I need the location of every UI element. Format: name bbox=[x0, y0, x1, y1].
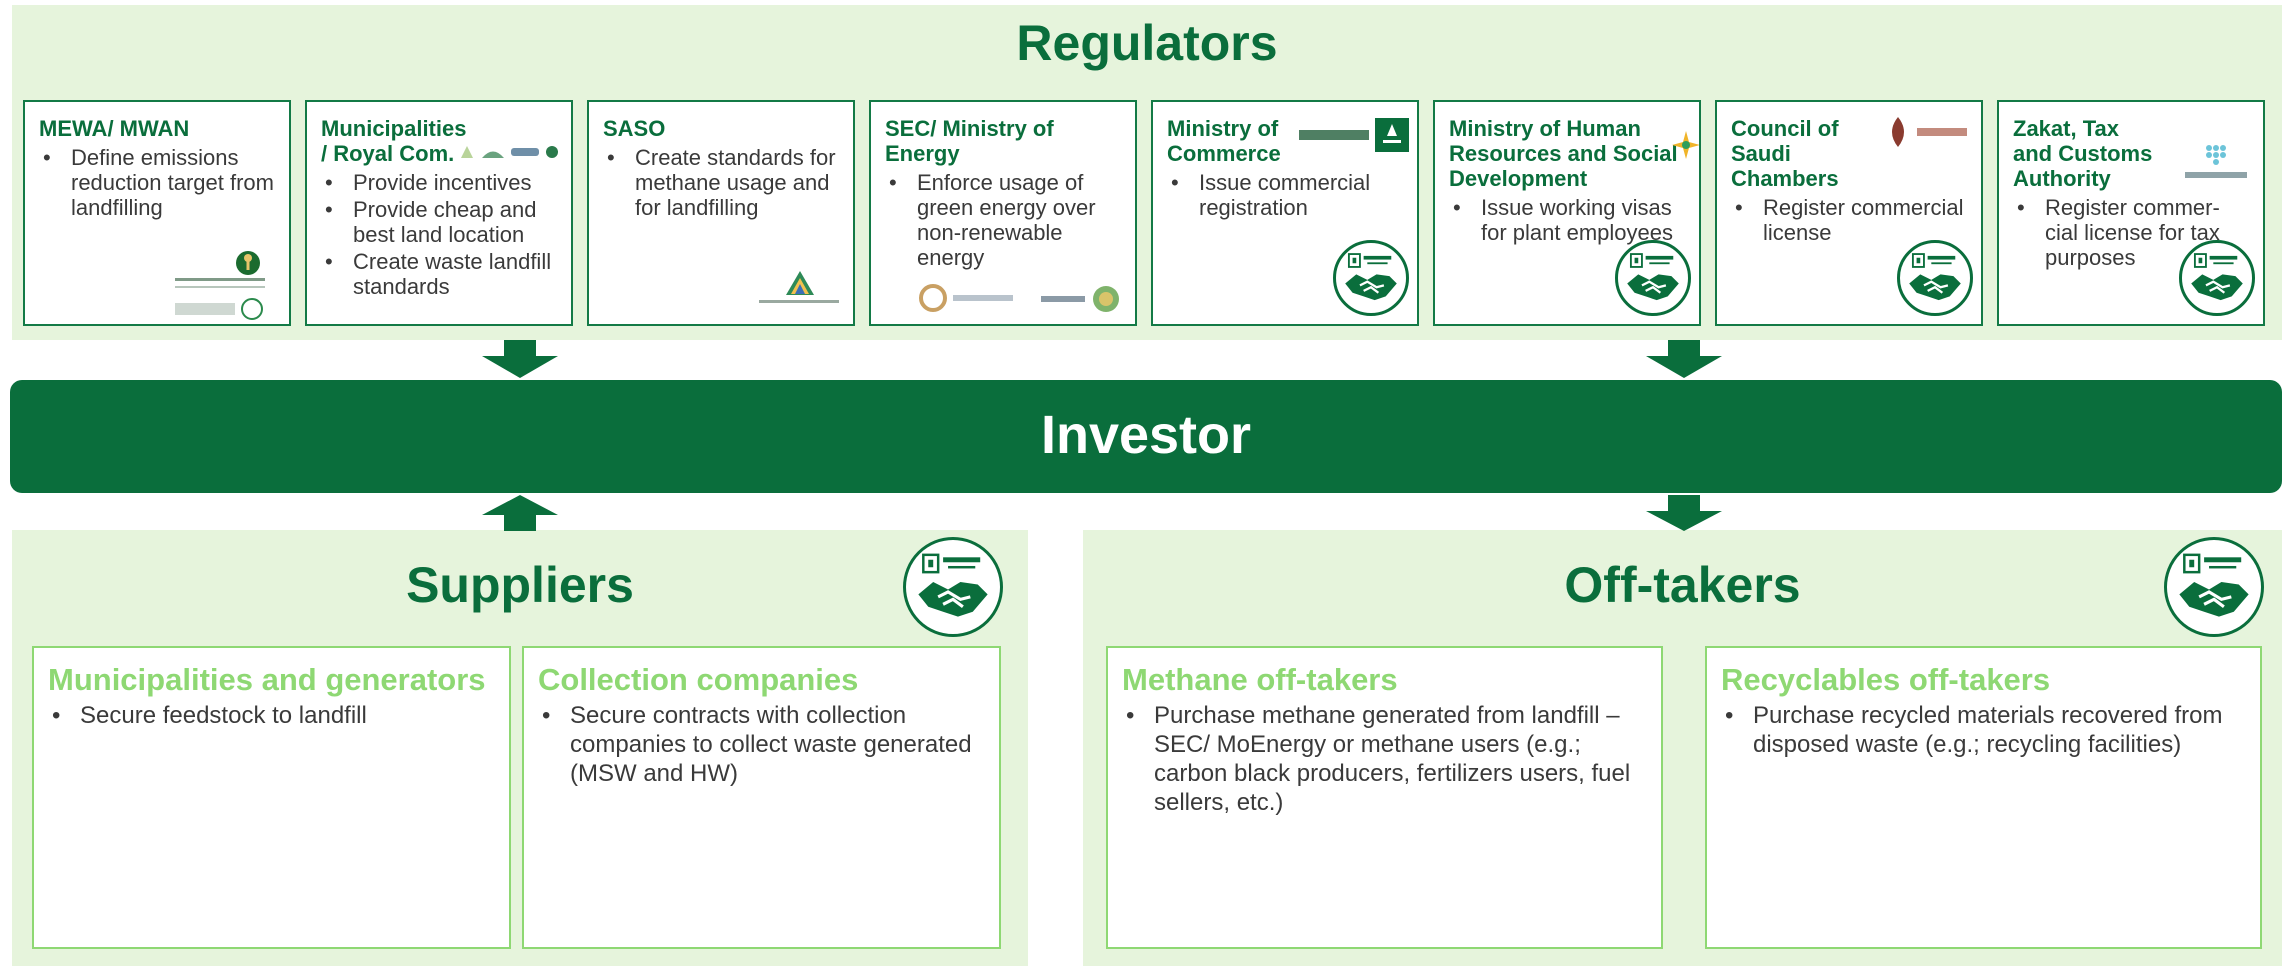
regulator-bullet: Issue working visas for plant employees bbox=[1449, 195, 1685, 245]
sec-logo-icon bbox=[919, 284, 1013, 312]
regulator-card-title: Municipalities / Royal Com. bbox=[321, 116, 467, 166]
regulator-card-chambers: Council of Saudi Chambers Register comme… bbox=[1715, 100, 1983, 326]
regulator-bullet: Issue commercial registration bbox=[1167, 170, 1403, 220]
ministry-logo-icon bbox=[175, 286, 265, 288]
investor-label: Investor bbox=[1040, 405, 1252, 465]
hrsd-star-logo-icon bbox=[1672, 131, 1699, 159]
chambers-logo-icon bbox=[1885, 116, 1967, 148]
regulator-bullet: Create standards for methane usage and f… bbox=[603, 145, 839, 220]
regulator-bullet: Provide cheap and best land location bbox=[321, 197, 557, 247]
regulator-card-title: SEC/ Ministry of Energy bbox=[885, 116, 1054, 166]
mwan-logo-icon bbox=[175, 298, 263, 320]
regulator-bullet: Register commercial license bbox=[1731, 195, 1967, 245]
regulator-card-sec: SEC/ Ministry of Energy Enforce usage of… bbox=[869, 100, 1137, 326]
ministry-energy-logo-icon bbox=[1041, 284, 1121, 314]
regulator-card-municipalities: Municipalities / Royal Com. Provide ince… bbox=[305, 100, 573, 326]
regulator-card-title: Ministry of Commerce bbox=[1167, 116, 1281, 166]
supplier-card-title: Municipalities and generators bbox=[48, 662, 486, 697]
offtaker-card-title: Methane off-takers bbox=[1122, 662, 1398, 697]
handshake-seal-icon bbox=[903, 537, 1003, 637]
regulator-card-title: MEWA/ MWAN bbox=[39, 116, 190, 141]
supplier-card-municipalities: Municipalities and generators Secure fee… bbox=[32, 646, 511, 949]
supplier-bullet: Secure contracts with collection compani… bbox=[538, 701, 985, 788]
suppliers-title: Suppliers bbox=[406, 557, 634, 613]
ministry-commerce-logo-icon bbox=[1299, 118, 1409, 152]
offtakers-title: Off-takers bbox=[1564, 557, 1801, 613]
offtaker-bullet: Purchase recycled materials recovered fr… bbox=[1721, 701, 2246, 759]
regulators-title: Regulators bbox=[1016, 15, 1278, 71]
ministry-logo-icon bbox=[175, 278, 265, 281]
supplier-card-title: Collection companies bbox=[538, 662, 859, 697]
up-arrow-icon bbox=[482, 495, 558, 531]
down-arrow-icon bbox=[1646, 340, 1722, 378]
down-arrow-icon bbox=[482, 340, 558, 378]
zatca-logo-icon bbox=[2185, 142, 2247, 178]
handshake-seal-icon bbox=[1333, 240, 1409, 316]
offtaker-bullet: Purchase methane generated from landfill… bbox=[1122, 701, 1647, 817]
regulator-card-commerce: Ministry of Commerce Issue commercial re… bbox=[1151, 100, 1419, 326]
regulator-bullet: Define emissions reduction target from l… bbox=[39, 145, 275, 220]
handshake-seal-icon bbox=[1897, 240, 1973, 316]
supplier-bullet: Secure feedstock to landfill bbox=[48, 701, 495, 730]
saso-logo-icon bbox=[786, 271, 814, 295]
offtaker-card-recyclables: Recyclables off-takers Purchase recycled… bbox=[1705, 646, 2262, 949]
offtaker-card-methane: Methane off-takers Purchase methane gene… bbox=[1106, 646, 1663, 949]
saso-caption-icon bbox=[759, 300, 839, 303]
regulator-card-title: Zakat, Tax and Customs Authority bbox=[2013, 116, 2153, 191]
regulator-card-zatca: Zakat, Tax and Customs Authority Registe… bbox=[1997, 100, 2265, 326]
regulator-card-hrsd: Ministry of Human Resources and Social D… bbox=[1433, 100, 1701, 326]
royal-commission-logos-icon bbox=[459, 144, 559, 160]
handshake-seal-icon bbox=[1615, 240, 1691, 316]
handshake-seal-icon bbox=[2179, 240, 2255, 316]
regulator-card-title: Ministry of Human Resources and Social D… bbox=[1449, 116, 1678, 191]
supplier-card-collection: Collection companies Secure contracts wi… bbox=[522, 646, 1001, 949]
regulator-bullet: Create waste landfill standards bbox=[321, 249, 557, 299]
regulator-bullet: Enforce usage of green energy over non-r… bbox=[885, 170, 1121, 270]
regulator-card-title: SASO bbox=[603, 116, 666, 141]
regulator-card-saso: SASO Create standards for methane usage … bbox=[587, 100, 855, 326]
regulator-card-title: Council of Saudi Chambers bbox=[1731, 116, 1839, 191]
offtaker-card-title: Recyclables off-takers bbox=[1721, 662, 2051, 697]
investor-bar bbox=[10, 380, 2282, 493]
regulator-bullet: Register commer-cial license for tax pur… bbox=[2013, 195, 2249, 270]
down-arrow-icon bbox=[1646, 495, 1722, 531]
handshake-seal-icon bbox=[2164, 537, 2264, 637]
palm-emblem-icon bbox=[236, 251, 260, 275]
regulator-card-mewa: MEWA/ MWAN Define emissions reduction ta… bbox=[23, 100, 291, 326]
regulator-bullet: Provide incentives bbox=[321, 170, 557, 195]
